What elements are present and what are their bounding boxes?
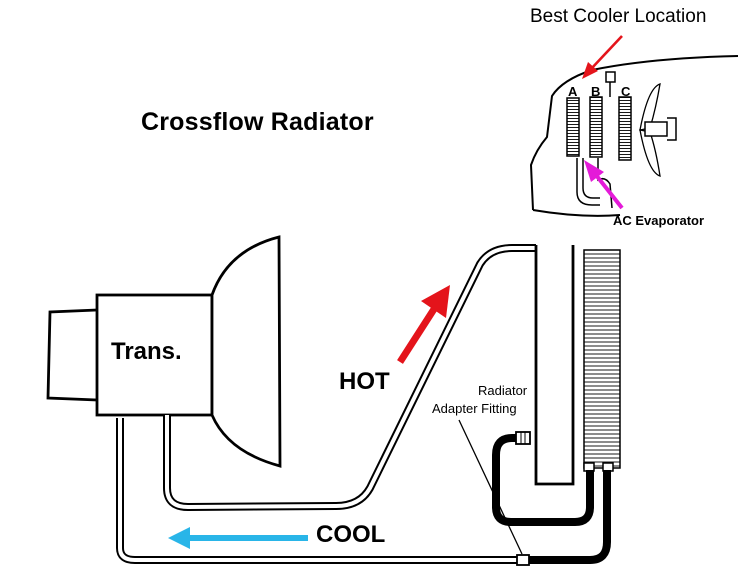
hot-label: HOT [339, 368, 390, 395]
inset-hose-2 [582, 158, 600, 199]
fan-icon [639, 83, 677, 177]
adapter-fitting [515, 431, 531, 445]
transmission-case [95, 293, 214, 417]
car-body-outline [529, 55, 739, 211]
cooler-c [618, 96, 632, 161]
position-label-b: B [591, 84, 601, 99]
radiator [534, 245, 621, 486]
position-label-a: A [568, 84, 578, 99]
auxiliary-cooler-hoses [458, 419, 611, 566]
radiator-core [583, 249, 621, 469]
cool-flow-arrow [168, 527, 308, 549]
transmission [46, 235, 282, 468]
car-body-bottom [532, 209, 621, 217]
evaporator-arrow [584, 160, 624, 210]
hose-adapter-loop [492, 434, 594, 526]
radiator-label: Radiator [478, 383, 528, 398]
best-location-arrow [582, 35, 623, 79]
cooler-lines [116, 244, 536, 564]
hose-return [524, 470, 611, 564]
adapter-pointer [458, 419, 523, 555]
core-fitting-right [602, 462, 614, 472]
cool-label: COOL [316, 521, 386, 548]
diagram-title: Crossflow Radiator [141, 108, 374, 136]
torque-converter-bellhousing [210, 235, 282, 468]
adapter-fitting-label: Adapter Fitting [432, 401, 517, 416]
core-fitting-left [583, 462, 595, 472]
inset-vehicle-diagram [529, 35, 739, 217]
inset-hose-1 [576, 158, 600, 206]
position-label-c: C [621, 84, 631, 99]
transmission-label: Trans. [111, 338, 182, 365]
line-union-fitting [516, 554, 530, 566]
radiator-tank [534, 245, 575, 486]
radiator-cap [605, 71, 616, 83]
best-cooler-location-label: Best Cooler Location [530, 6, 707, 27]
ac-evaporator-label: AC Evaporator [613, 213, 705, 228]
hot-flow-arrow [397, 285, 450, 364]
cooler-b [589, 96, 603, 158]
transmission-tailhousing [46, 308, 98, 402]
cooler-a [566, 97, 580, 157]
